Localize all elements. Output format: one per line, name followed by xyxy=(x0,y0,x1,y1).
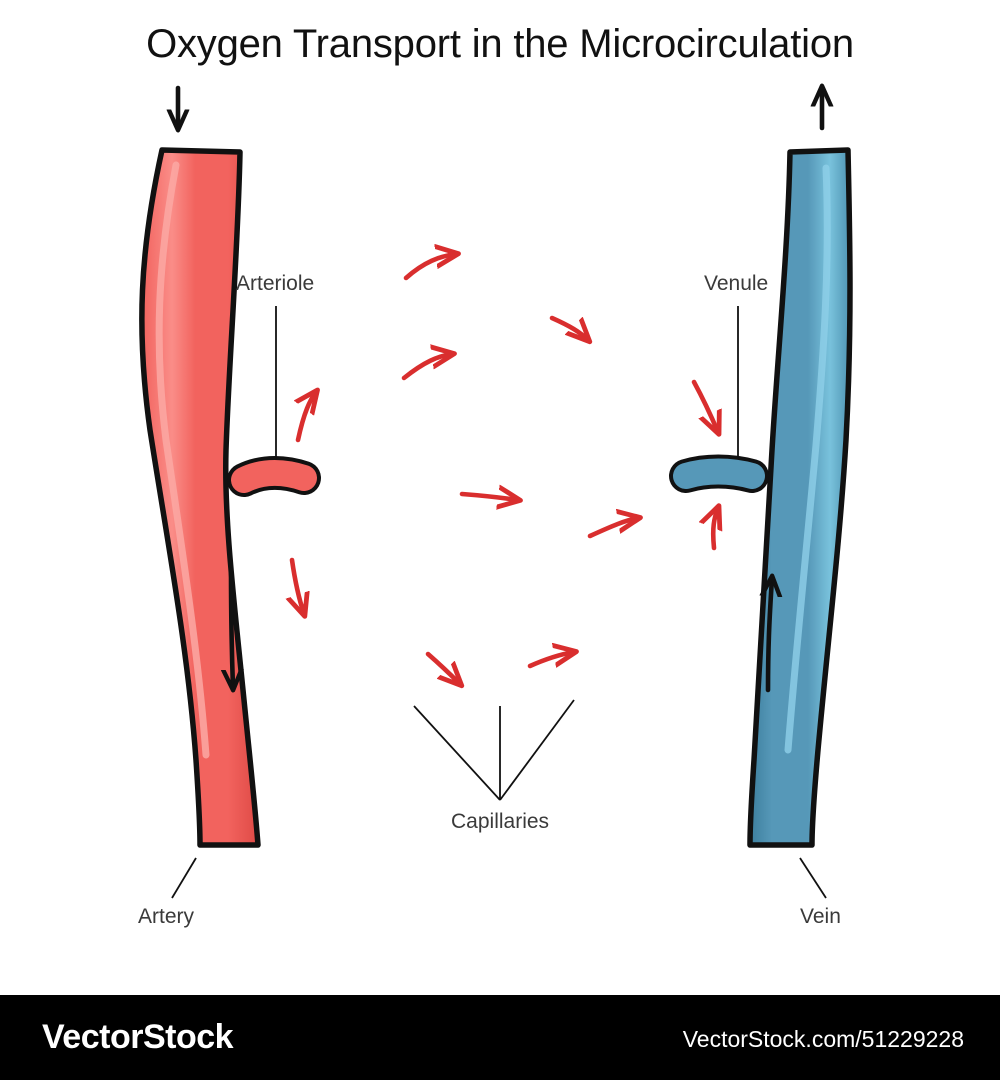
watermark-url: VectorStock.com/51229228 xyxy=(682,1026,964,1052)
arrow-bed-bottom-right xyxy=(527,652,574,669)
leader-artery xyxy=(171,857,197,899)
arrow-artery-flow-down xyxy=(231,567,233,688)
arrow-bed-top-left xyxy=(403,254,456,281)
venule-trunk xyxy=(669,454,769,493)
vessel-direction-arrows xyxy=(178,88,822,690)
page-title: Oxygen Transport in the Microcirculation xyxy=(146,22,854,66)
arrow-bed-top-right xyxy=(549,315,588,340)
watermark-brand: VectorStock xyxy=(42,1018,234,1056)
arrow-venule-up xyxy=(713,508,718,551)
capillary-network xyxy=(227,454,769,497)
leader-capillary-left xyxy=(413,705,501,801)
label-leader-lines xyxy=(171,306,827,899)
microcirculation-illustration xyxy=(139,0,853,899)
arrow-bed-right xyxy=(587,518,638,539)
leader-capillary-right xyxy=(499,699,575,801)
flow-arrows xyxy=(292,254,718,684)
label-artery: Artery xyxy=(138,905,195,928)
vein-vessel xyxy=(747,147,853,848)
label-vein: Vein xyxy=(800,905,841,928)
label-arteriole: Arteriole xyxy=(236,272,315,295)
label-venule: Venule xyxy=(704,272,769,295)
arrow-bed-middle xyxy=(459,494,518,500)
arteriole-trunk xyxy=(227,456,321,497)
arrow-arteriole-up xyxy=(298,392,316,443)
arrow-arteriole-down xyxy=(292,557,304,614)
arrow-bed-upper-left xyxy=(401,354,452,381)
artery-vessel xyxy=(139,147,261,848)
arrow-venule-down xyxy=(691,379,718,432)
label-capillaries: Capillaries xyxy=(451,810,550,833)
arrow-bed-bottom-left xyxy=(425,651,460,684)
leader-vein xyxy=(799,857,827,899)
watermark-footer xyxy=(0,995,1000,1080)
arrow-vein-flow-up xyxy=(768,578,772,693)
